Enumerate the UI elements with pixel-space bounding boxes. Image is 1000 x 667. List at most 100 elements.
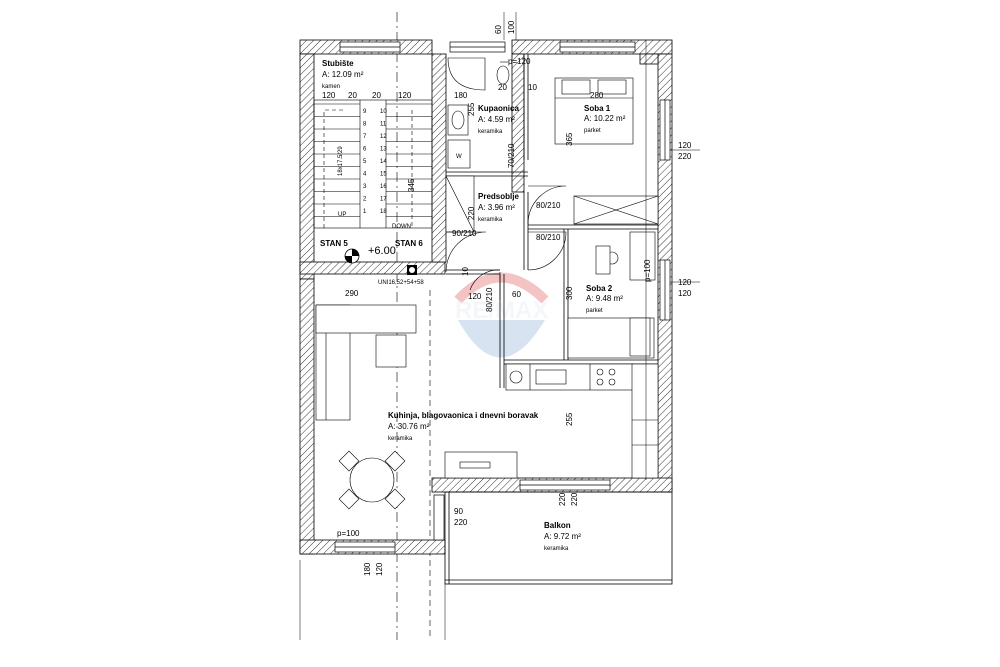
dim-20-a: 20 bbox=[348, 91, 357, 100]
stair-number: 5 bbox=[363, 159, 367, 165]
room-material-kupaonica: keramika bbox=[478, 129, 503, 135]
stair-number: 3 bbox=[363, 184, 367, 190]
stair-number: 12 bbox=[380, 134, 387, 140]
wardrobes bbox=[445, 175, 659, 233]
dim-255-kit: 255 bbox=[565, 412, 574, 426]
room-name-kuhinja: Kuhinja, blagovaonica i dnevni boravak bbox=[388, 411, 539, 420]
room-material-kuhinja: keramika bbox=[388, 436, 413, 442]
stair-number: 13 bbox=[380, 147, 387, 153]
room-area-predsoblje: A: 3.96 m² bbox=[478, 203, 515, 212]
room-area-soba1: A: 10.22 m² bbox=[584, 114, 626, 123]
dim-255-bath: 255 bbox=[467, 102, 476, 116]
room-area-soba2: A: 9.48 m² bbox=[586, 294, 623, 303]
stair-number: 11 bbox=[380, 122, 387, 128]
dim-120-r1: 120 bbox=[678, 141, 692, 150]
dim-p100-s2: p=100 bbox=[643, 259, 652, 282]
dim-120-mid: 120 bbox=[468, 292, 482, 301]
stair-number: 8 bbox=[363, 122, 367, 128]
stan6-label: STAN 6 bbox=[395, 239, 423, 248]
bathroom-fixtures bbox=[447, 57, 510, 169]
room-name-soba2: Soba 2 bbox=[586, 284, 613, 293]
kitchen-island bbox=[444, 451, 518, 479]
room-material-soba1: parket bbox=[584, 128, 601, 134]
down-label: DOWN bbox=[392, 224, 411, 230]
w-label: W bbox=[456, 154, 462, 160]
balcony bbox=[444, 491, 673, 585]
dim-80-210-b: 80/210 bbox=[536, 233, 561, 242]
stair-number: 6 bbox=[363, 147, 367, 153]
dim-120-bot: 120 bbox=[375, 562, 384, 576]
dim-180: 180 bbox=[454, 91, 468, 100]
dim-90-bal: 90 bbox=[454, 507, 463, 516]
stair-number: 18 bbox=[380, 209, 387, 215]
coffee-table bbox=[375, 334, 407, 368]
dim-220-b2: 220 bbox=[570, 492, 579, 506]
dim-top-100: 100 bbox=[507, 20, 516, 34]
room-name-stubiste: Stubište bbox=[322, 59, 354, 68]
stair-number: 9 bbox=[363, 109, 367, 115]
bed-soba1 bbox=[554, 77, 634, 145]
stair-number: 1 bbox=[363, 209, 367, 215]
kitchen-counter bbox=[505, 363, 659, 479]
room-name-balkon: Balkon bbox=[544, 521, 571, 530]
chimney-label: UNI16,52+54+58 bbox=[378, 280, 424, 286]
dim-10-b: 10 bbox=[461, 267, 470, 276]
stan5-label: STAN 5 bbox=[320, 239, 348, 248]
dim-120-r2: 120 bbox=[678, 278, 692, 287]
dim-80-210-a: 80/210 bbox=[536, 201, 561, 210]
dim-345: 345 bbox=[407, 178, 416, 192]
stair-numbers: 10 11 12 13 14 15 16 17 18 9 8 7 6 5 4 3 2 1 bbox=[363, 109, 387, 215]
stair-number: 15 bbox=[380, 172, 387, 178]
dim-p120: p=120 bbox=[508, 57, 531, 66]
stair-number: 10 bbox=[380, 109, 387, 115]
dining-table bbox=[338, 450, 406, 510]
room-area-balkon: A: 9.72 m² bbox=[544, 532, 581, 541]
dim-10-a: 10 bbox=[528, 83, 537, 92]
up-label: UP bbox=[338, 212, 346, 218]
room-name-kupaonica: Kupaonica bbox=[478, 104, 519, 113]
room-material-balkon: keramika bbox=[544, 546, 569, 552]
dim-p100-liv: p=100 bbox=[337, 529, 360, 538]
dim-60-mid: 60 bbox=[512, 290, 521, 299]
dim-220-b1: 220 bbox=[558, 492, 567, 506]
staircase bbox=[313, 99, 433, 229]
sofa bbox=[315, 304, 417, 421]
dim-top-60: 60 bbox=[494, 25, 503, 34]
dim-220-pred: 220 bbox=[467, 206, 476, 220]
stair-spec-label: 18x17.5/29 bbox=[338, 146, 344, 176]
doors bbox=[445, 185, 567, 300]
dim-220-r1: 220 bbox=[678, 152, 692, 161]
dim-70-210: 70/210 bbox=[507, 143, 516, 168]
windows bbox=[334, 41, 671, 553]
watermark-logo: RE/MAX bbox=[454, 272, 549, 358]
dim-300: 300 bbox=[565, 286, 574, 300]
dim-80-210-v: 80/210 bbox=[485, 287, 494, 312]
level-marker bbox=[344, 248, 360, 264]
dim-120-a: 120 bbox=[322, 91, 336, 100]
dim-20-b: 20 bbox=[372, 91, 381, 100]
room-material-predsoblje: keramika bbox=[478, 217, 503, 223]
dim-290: 290 bbox=[345, 289, 359, 298]
room-area-kuhinja: A: 30.76 m² bbox=[388, 422, 430, 431]
dim-120-b: 120 bbox=[398, 91, 412, 100]
dim-280: 280 bbox=[590, 91, 604, 100]
watermark-text: RE/MAX bbox=[455, 297, 548, 324]
dimension-lines bbox=[299, 12, 700, 640]
furniture-soba2 bbox=[567, 231, 656, 359]
stair-number: 16 bbox=[380, 184, 387, 190]
room-area-kupaonica: A: 4.59 m² bbox=[478, 115, 515, 124]
room-area-stubiste: A: 12.09 m² bbox=[322, 70, 364, 79]
level-label: +6.00 bbox=[368, 245, 396, 257]
stair-number: 17 bbox=[380, 197, 387, 203]
stair-number: 2 bbox=[363, 197, 367, 203]
dim-180-bot: 180 bbox=[363, 562, 372, 576]
stair-number: 7 bbox=[363, 134, 367, 140]
stair-number: 4 bbox=[363, 172, 367, 178]
dim-120-r3: 120 bbox=[678, 289, 692, 298]
dim-220-bal: 220 bbox=[454, 518, 468, 527]
room-material-soba2: parket bbox=[586, 308, 603, 314]
dim-90-210: 90/210 bbox=[452, 229, 477, 238]
room-material-stubiste: kamen bbox=[322, 84, 340, 90]
stair-number: 14 bbox=[380, 159, 387, 165]
